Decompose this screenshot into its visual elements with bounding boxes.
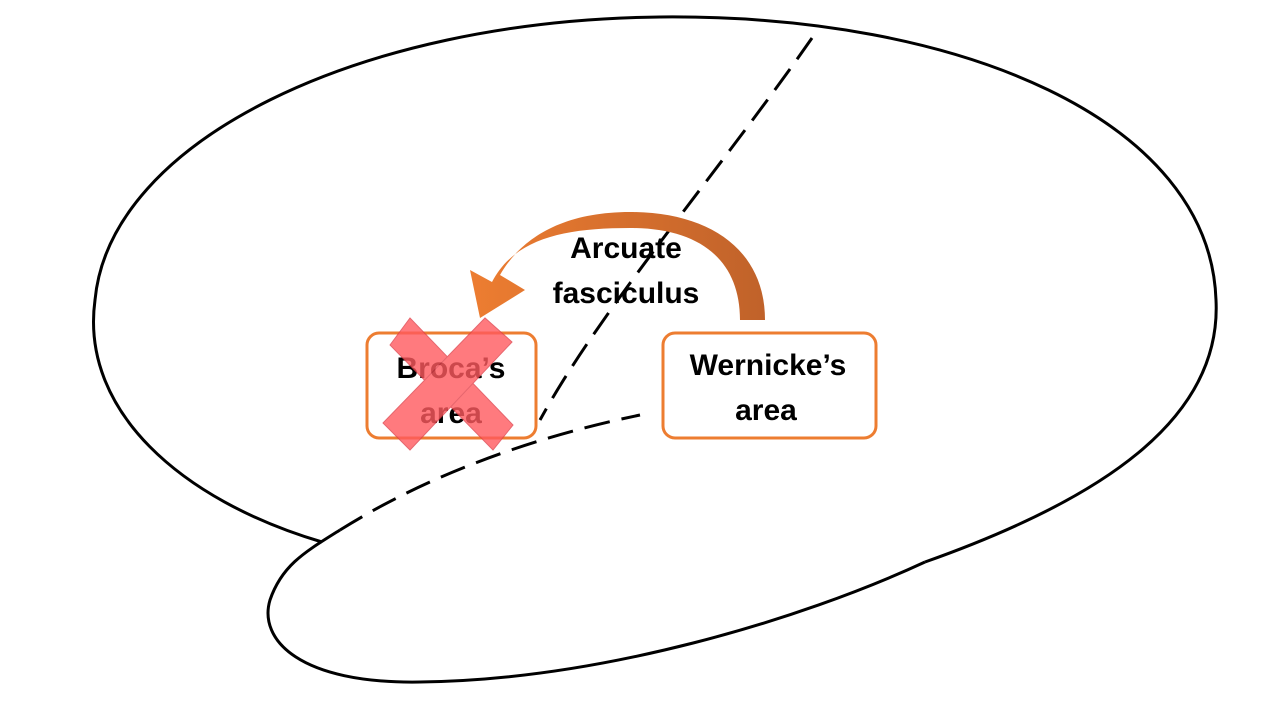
sylvian-fissure (339, 413, 641, 532)
central-sulcus (538, 37, 814, 421)
arcuate-label-line1: Arcuate (570, 232, 682, 265)
wernicke-area-node: Wernicke’s area (661, 331, 878, 440)
brain-outline (92, 15, 1218, 564)
wernicke-label-line1: Wernicke’s (690, 349, 847, 382)
arcuate-fasciculus-arrow (470, 212, 765, 320)
wernicke-label-line2: area (735, 394, 797, 427)
arcuate-label-line2: fasciculus (553, 277, 700, 310)
x-mark-icon (382, 317, 514, 451)
temporal-lobe-outline (266, 528, 926, 684)
